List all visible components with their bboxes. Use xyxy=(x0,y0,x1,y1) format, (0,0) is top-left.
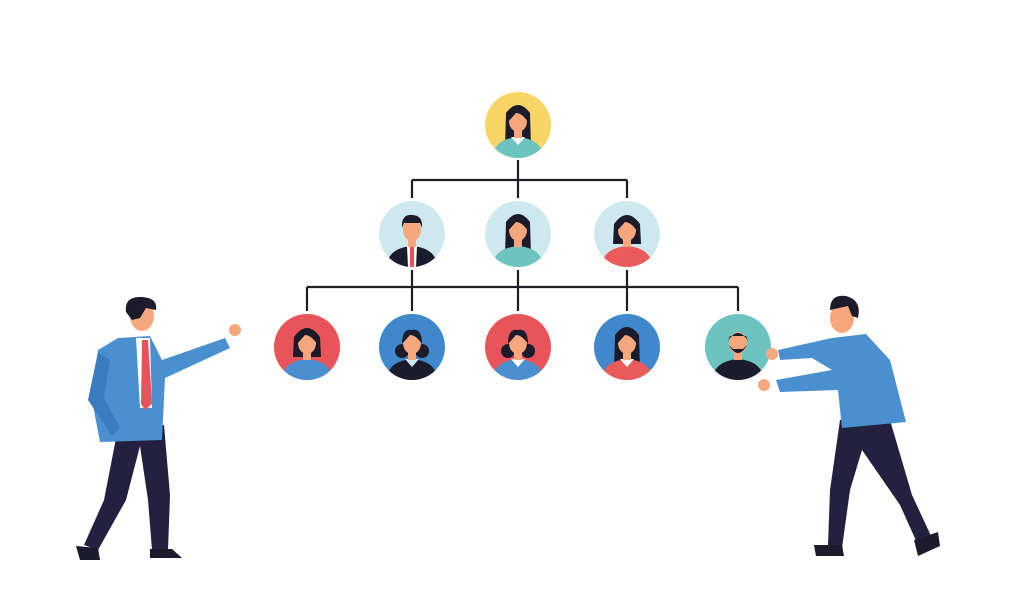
shirt xyxy=(712,359,764,380)
tie xyxy=(410,247,414,267)
right-man-legs xyxy=(828,420,932,548)
neck xyxy=(514,127,522,138)
shirt xyxy=(492,137,544,158)
left-man-shoes xyxy=(76,546,182,560)
hierarchy-connectors xyxy=(305,160,740,311)
avatar-person-icon xyxy=(601,215,653,267)
hair xyxy=(297,329,317,344)
beard xyxy=(729,345,747,353)
left-man-legs xyxy=(84,425,170,550)
right-man-hand-top xyxy=(766,348,778,360)
avatar-node-employee-3 xyxy=(485,314,551,380)
right-man-head xyxy=(830,303,854,333)
hair xyxy=(728,333,748,341)
man-holding-figure xyxy=(758,295,940,556)
neck xyxy=(408,236,416,247)
hair xyxy=(508,216,528,231)
shirt xyxy=(281,359,333,380)
neck xyxy=(514,236,522,247)
neck xyxy=(623,349,631,360)
shirt xyxy=(601,359,653,380)
avatar-node-manager-1 xyxy=(379,201,445,267)
left-man-jacket xyxy=(92,336,230,442)
avatar-node-employee-5 xyxy=(705,314,771,380)
right-man-hair xyxy=(830,295,859,318)
neck xyxy=(623,236,631,247)
shirt xyxy=(386,359,438,380)
collar xyxy=(511,137,525,145)
avatar-node-employee-2 xyxy=(379,314,445,380)
hair xyxy=(617,216,637,231)
connector-level-2 xyxy=(305,270,740,311)
shirt xyxy=(492,359,544,380)
avatar-node-manager-2 xyxy=(485,201,551,267)
face xyxy=(729,332,747,354)
avatar-node-employee-1 xyxy=(274,314,340,380)
left-man-arm-back xyxy=(88,352,120,436)
collar xyxy=(405,359,419,367)
hair xyxy=(508,329,528,344)
hair xyxy=(617,329,637,344)
left-man-hair xyxy=(125,296,157,320)
avatar-node-ceo xyxy=(485,92,551,158)
neck xyxy=(734,349,742,360)
avatar-person-icon xyxy=(601,327,653,380)
hair xyxy=(401,214,423,228)
hair xyxy=(402,329,422,344)
right-man-hand-bottom xyxy=(758,379,770,391)
neck xyxy=(303,349,311,360)
neck xyxy=(514,349,522,360)
avatar-person-icon xyxy=(386,214,438,267)
avatar-person-icon xyxy=(492,329,544,380)
avatar-node-manager-3 xyxy=(594,201,660,267)
shirt xyxy=(601,246,653,267)
avatar-person-icon xyxy=(492,214,544,267)
face xyxy=(403,219,421,241)
avatar-person-icon xyxy=(386,329,438,380)
man-pointing-figure xyxy=(76,296,241,560)
avatar-person-icon xyxy=(492,105,544,158)
right-man-shoes xyxy=(814,532,940,556)
neck xyxy=(408,349,416,360)
hair xyxy=(508,107,528,122)
right-man-sweater xyxy=(776,334,906,428)
avatar-node-employee-4 xyxy=(594,314,660,380)
avatar-person-icon xyxy=(712,332,764,380)
left-man-tie xyxy=(141,340,152,410)
collar xyxy=(620,359,634,367)
shirt xyxy=(492,246,544,267)
avatar-person-icon xyxy=(281,328,333,380)
collar xyxy=(511,359,525,367)
org-chart-nodes xyxy=(274,92,771,380)
left-man-hand xyxy=(229,324,241,336)
connector-level-1 xyxy=(410,160,629,198)
